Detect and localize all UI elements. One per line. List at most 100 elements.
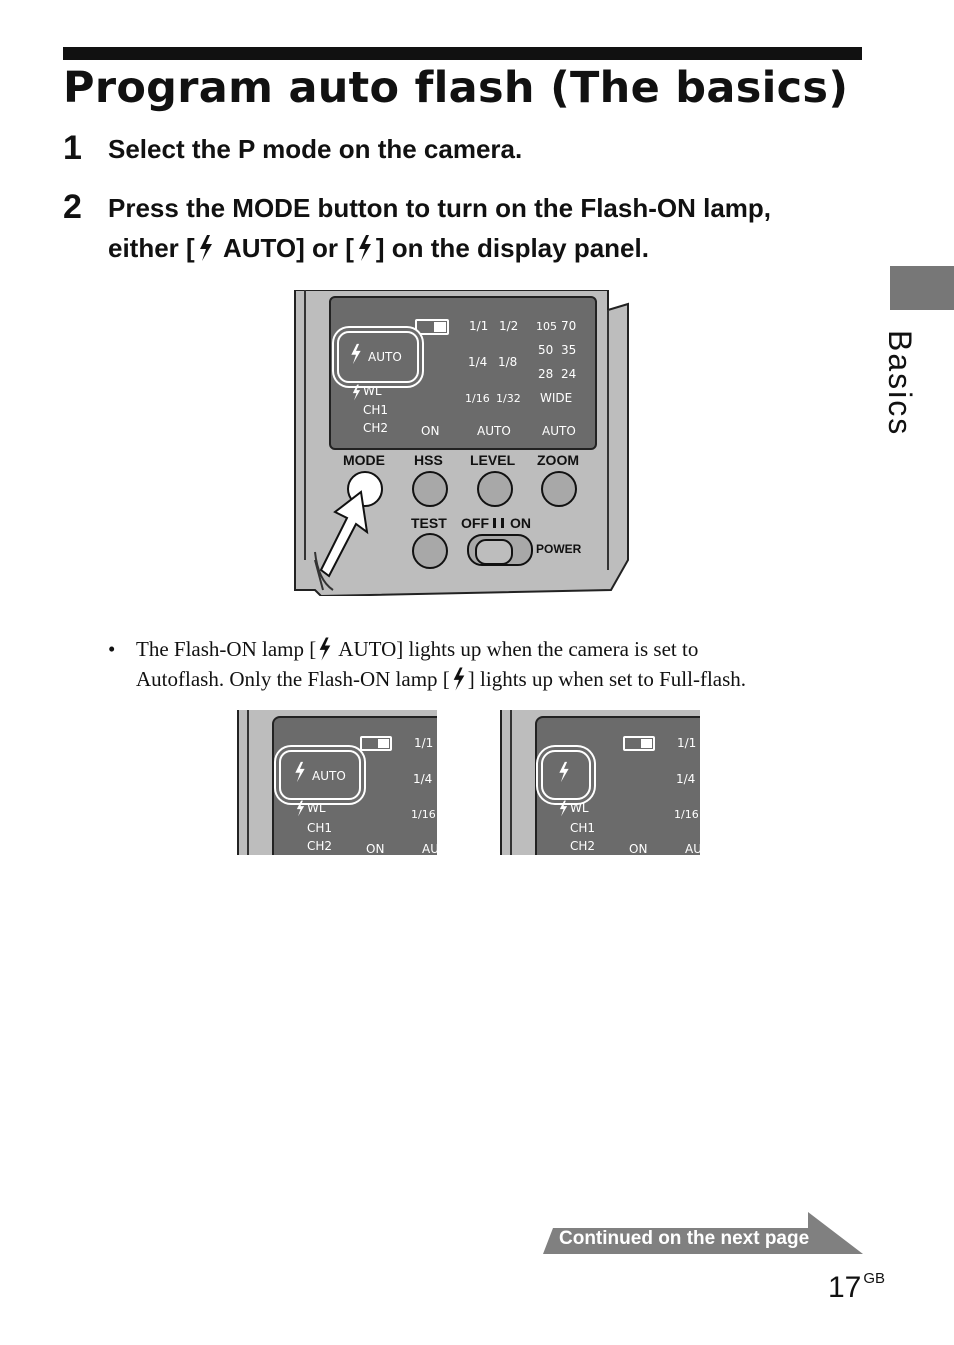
wl-bolt-icon — [559, 800, 568, 817]
switch-mark — [501, 518, 504, 528]
ch1-label: CH1 — [363, 403, 389, 417]
zoom-24: 24 — [561, 367, 577, 381]
wl-label: WL — [363, 384, 382, 398]
step-1-number: 1 — [63, 129, 82, 167]
level-label: LEVEL — [470, 452, 516, 468]
page-number-value: 17 — [828, 1271, 862, 1304]
level-1-16: 1/16 — [674, 808, 699, 821]
step-2-text-c: ] on the display panel. — [375, 233, 649, 263]
ch1-label: CH1 — [570, 821, 596, 835]
level-1-4: 1/4 — [676, 772, 696, 786]
page-number-suffix: GB — [863, 1270, 886, 1287]
continued-text: Continued on the next page — [559, 1228, 810, 1249]
small-lcd: AUTO WL CH1 CH2 ON 1/1 1/4 1/16 AU — [272, 716, 437, 855]
level-auto-label: AUTO — [477, 424, 511, 438]
level-auto-cut: AU — [685, 842, 700, 855]
zoom-105: 105 — [536, 320, 557, 333]
bullet-line-1-b: AUTO] lights up when the camera is set t… — [334, 637, 699, 661]
flash-on-lamp-highlight — [337, 331, 419, 383]
ch2-label: CH2 — [570, 839, 596, 853]
wl-label: WL — [570, 801, 589, 815]
wl-bolt-icon — [296, 800, 305, 817]
small-panel-full-flash: WL CH1 CH2 ON 1/1 1/4 1/16 AU — [500, 710, 700, 855]
test-button — [412, 533, 448, 569]
level-1-4: 1/4 — [468, 355, 488, 369]
wl-label: WL — [307, 801, 326, 815]
zoom-button — [541, 471, 577, 507]
flash-bolt-icon — [295, 761, 305, 783]
wl-bolt-icon — [352, 384, 361, 401]
bullet-line-1-a: The Flash-ON lamp [ — [136, 637, 317, 661]
flash-bolt-icon — [199, 235, 212, 261]
power-switch — [467, 534, 533, 566]
on-label: ON — [629, 842, 648, 855]
level-1-4: 1/4 — [413, 772, 433, 786]
zoom-label: ZOOM — [537, 452, 579, 468]
step-1-text: Select the P mode on the camera. — [108, 134, 523, 164]
level-1-16: 1/16 — [465, 392, 490, 405]
mode-label: MODE — [343, 452, 385, 468]
continued-arrow-shape — [543, 1212, 863, 1254]
small-lcd: WL CH1 CH2 ON 1/1 1/4 1/16 AU — [535, 716, 700, 855]
on-label: ON — [510, 515, 531, 531]
on-label: ON — [366, 842, 385, 855]
pointer-arrow-icon — [319, 490, 369, 578]
bullet-line-2-b: ] lights up when set to Full-flash. — [467, 667, 747, 691]
ch2-label: CH2 — [363, 421, 389, 435]
lamp-auto-label: AUTO — [312, 769, 346, 783]
zoom-auto-label: AUTO — [542, 424, 576, 438]
switch-mark — [493, 518, 496, 528]
level-auto-cut: AU — [422, 842, 437, 855]
level-1-16: 1/16 — [411, 808, 436, 821]
level-button — [477, 471, 513, 507]
zoom-50: 50 — [538, 343, 554, 357]
step-2-text-b: AUTO] or [ — [216, 233, 354, 263]
step-2-text: Press the MODE button to turn on the Fla… — [108, 188, 771, 268]
bullet-line-2: Autoflash. Only the Flash-ON lamp [ ] lig… — [136, 664, 746, 694]
power-switch-knob — [475, 539, 513, 565]
bullet-line-2-a: Autoflash. Only the Flash-ON lamp [ — [136, 667, 450, 691]
small-panel-auto: AUTO WL CH1 CH2 ON 1/1 1/4 1/16 AU — [237, 710, 437, 855]
battery-icon — [360, 736, 392, 751]
bullet-line-1: The Flash-ON lamp [ AUTO] lights up when… — [136, 634, 746, 664]
flash-bolt-icon — [319, 637, 331, 661]
battery-icon — [415, 319, 449, 335]
flash-on-lamp-highlight — [541, 750, 591, 800]
level-1-8: 1/8 — [498, 355, 518, 369]
flash-bolt-icon — [358, 235, 371, 261]
zoom-35: 35 — [561, 343, 577, 357]
level-1-2: 1/2 — [499, 319, 519, 333]
lcd-display: AUTO WL CH1 CH2 ON 1/1 1/2 1/4 1/8 1/16 … — [329, 296, 597, 450]
bullet-marker: • — [108, 637, 116, 661]
off-label: OFF — [461, 515, 489, 531]
continued-banner: Continued on the next page — [543, 1212, 863, 1256]
section-tab-label: Basics — [880, 330, 920, 440]
zoom-70: 70 — [561, 319, 577, 333]
lamp-auto-label: AUTO — [368, 350, 402, 364]
bullet-text: The Flash-ON lamp [ AUTO] lights up when… — [136, 634, 746, 694]
title-rule — [63, 47, 862, 60]
level-1-1: 1/1 — [469, 319, 489, 333]
step-2-text-a: either [ — [108, 233, 195, 263]
section-tab-text: Basics — [882, 330, 918, 437]
test-label: TEST — [411, 515, 447, 531]
power-label: POWER — [536, 542, 582, 556]
flash-control-panel-illustration: AUTO WL CH1 CH2 ON 1/1 1/2 1/4 1/8 1/16 … — [293, 290, 630, 596]
flash-bolt-icon — [351, 343, 361, 365]
section-tab-marker — [890, 266, 954, 310]
step-2-line-2: either [ AUTO] or [ ] on the display pane… — [108, 228, 771, 268]
zoom-28: 28 — [538, 367, 554, 381]
step-2-line-1: Press the MODE button to turn on the Fla… — [108, 193, 772, 223]
page-title: Program auto flash (The basics) — [63, 63, 849, 113]
hss-on-label: ON — [421, 424, 440, 438]
hss-label: HSS — [414, 452, 443, 468]
hss-button — [412, 471, 448, 507]
level-1-1: 1/1 — [677, 736, 697, 750]
flash-on-lamp-highlight — [279, 750, 361, 800]
ch1-label: CH1 — [307, 821, 333, 835]
flash-bolt-icon — [559, 761, 569, 783]
level-1-32: 1/32 — [496, 392, 521, 405]
zoom-wide: WIDE — [540, 391, 573, 405]
level-1-1: 1/1 — [414, 736, 434, 750]
